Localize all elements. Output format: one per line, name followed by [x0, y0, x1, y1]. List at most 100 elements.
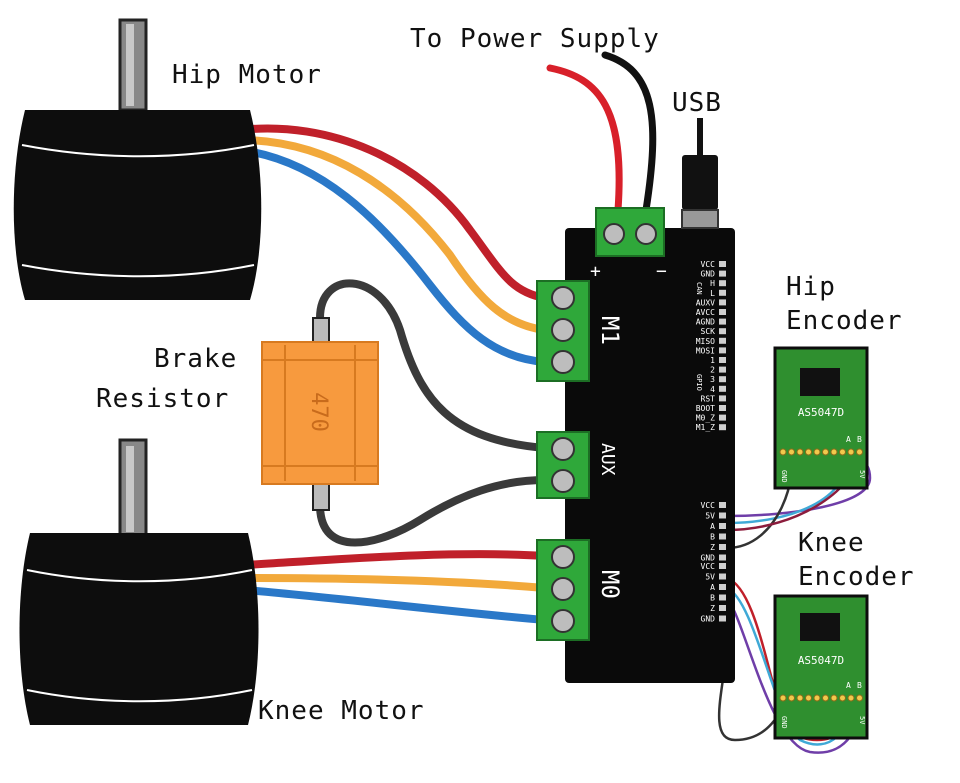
encoder-pin [847, 448, 855, 456]
header-pin-label: RST [701, 394, 716, 403]
usb-port [681, 209, 719, 229]
knee-motor-wire-blue [241, 586, 549, 624]
knee-encoder-label-1: Knee [798, 528, 865, 558]
hip-encoder-pin-a: A [846, 435, 851, 444]
header-pin [719, 405, 726, 411]
terminal-aux: AUX [536, 431, 618, 499]
m1-screw-1 [551, 286, 575, 310]
header-pin-label: MOSI [696, 346, 715, 355]
knee-motor-wire-orange [241, 574, 549, 592]
power-wire-black [601, 51, 657, 214]
power-screw-minus [635, 223, 657, 245]
header-pin [719, 318, 726, 325]
header-pin-label: AVCC [696, 308, 715, 317]
hip-encoder-chip [800, 368, 840, 396]
knee-motor-ring-bottom [26, 689, 253, 703]
hip-encoder-label-1: Hip [786, 272, 836, 302]
encoder-pin [822, 694, 829, 702]
resistor-value: 470 [306, 392, 331, 432]
header-pin-label: 2 [710, 366, 715, 375]
encoder-pin [822, 448, 829, 456]
header-pin [719, 414, 726, 421]
knee-encoder-pin-row [779, 694, 863, 702]
hip-encoder-chip-label: AS5047D [798, 406, 844, 419]
usb-connector [681, 118, 719, 229]
brake-wire-top [316, 279, 549, 452]
encoder-pin [830, 694, 838, 702]
m0-screw-3 [551, 609, 575, 633]
knee-motor-label: Knee Motor [258, 696, 425, 726]
header-pin [719, 533, 726, 540]
power-screw-plus [603, 223, 625, 245]
encoder-pin [830, 448, 838, 456]
power-supply-label: To Power Supply [410, 24, 660, 54]
header-pin [719, 385, 726, 392]
encoder-pin [856, 694, 863, 702]
header-pin-label: VCC [701, 562, 716, 571]
hip-motor-body [13, 110, 262, 300]
header-pin-label: AGND [696, 318, 715, 327]
header-pin [719, 261, 726, 267]
header-pin-label: VCC [701, 260, 716, 269]
hip-motor-shaft-highlight [126, 24, 134, 106]
header-pin [719, 289, 726, 296]
encoder-pin [839, 448, 846, 456]
header-pin-label: M1_Z [696, 423, 715, 432]
power-terminal: + − [590, 207, 667, 282]
hip-encoder-pin-b: B [857, 435, 862, 444]
aux-block [536, 431, 590, 499]
encoder-pin [856, 448, 863, 456]
knee-motor-shaft-highlight [126, 446, 134, 532]
header-pin-label: H [710, 279, 715, 288]
knee-encoder-chip-label: AS5047D [798, 654, 844, 667]
usb-label: USB [672, 88, 722, 118]
m1-label: M1 [596, 316, 624, 345]
power-wires [546, 51, 657, 214]
header-pin [719, 357, 726, 363]
header-pin-label: A [710, 583, 715, 592]
header-pin [719, 280, 726, 287]
brake-resistor-label-1: Brake [154, 344, 238, 374]
encoder-pin [796, 694, 804, 702]
header-pin [719, 605, 726, 611]
header-pin [719, 337, 726, 344]
power-plus-label: + [590, 261, 601, 282]
header-pin [719, 523, 726, 529]
hip-encoder: AS5047D A B GND 5V [773, 346, 869, 490]
header-pin-label: BOOT [696, 404, 715, 413]
header-pin-label: 5V [705, 573, 715, 582]
header-pin-label: Z [710, 604, 715, 613]
header-pin-label: Z [710, 543, 715, 552]
header-pin-label: VCC [701, 501, 716, 510]
header-pin [719, 366, 726, 373]
header-pin-label: GND [701, 554, 716, 563]
m0-screw-1 [551, 545, 575, 569]
hip-motor-wire-orange [236, 136, 549, 334]
resistor-body [261, 341, 379, 485]
aux-label: AUX [597, 443, 618, 476]
gpio-label: GPIO [695, 374, 703, 391]
header-pin [719, 376, 726, 383]
brake-resistor: 470 [261, 317, 379, 511]
knee-motor-body [19, 533, 259, 725]
power-minus-label: − [656, 261, 667, 282]
header-pin-label: SCK [701, 327, 716, 336]
header-pin-label: 4 [710, 385, 715, 394]
header-pin-label: M0_Z [696, 414, 715, 423]
knee-encoder-label-2: Encoder [798, 562, 915, 592]
encoder-pin [779, 448, 787, 456]
knee-motor-wire-red [241, 550, 549, 569]
hip-motor-wire-blue [236, 146, 549, 366]
power-wire-red [546, 64, 623, 214]
hip-motor-wire-red [236, 124, 549, 302]
encoder-pin [813, 448, 821, 456]
knee-encoder-pin-a: A [846, 681, 851, 690]
encoder-pin [788, 448, 795, 456]
terminal-m1: M1 [536, 280, 624, 382]
header-pin-label: B [710, 594, 715, 603]
header-pin [719, 584, 726, 590]
knee-encoder-pin-gnd: GND [780, 716, 788, 729]
